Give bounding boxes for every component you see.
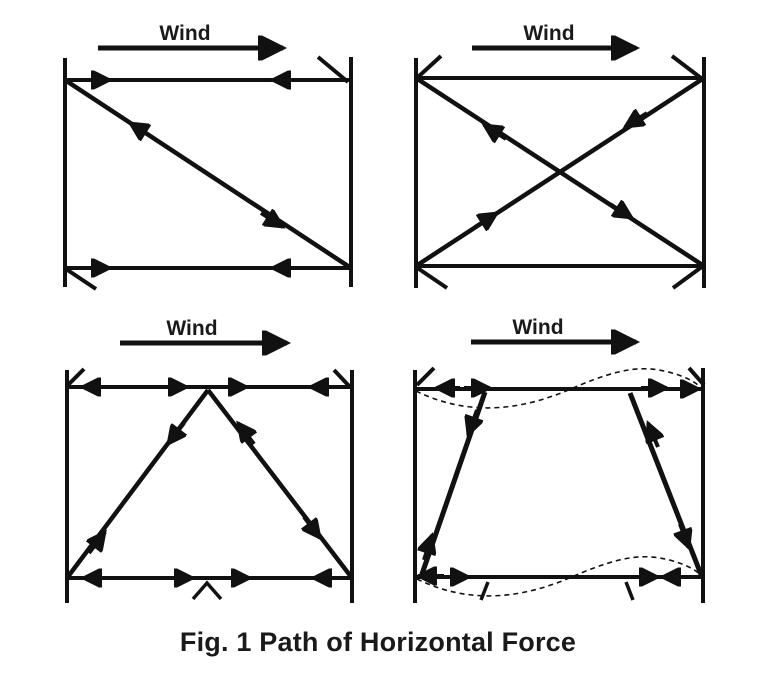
wind-label: Wind (159, 22, 210, 45)
corner-tick (332, 368, 352, 389)
corner-tick (414, 265, 449, 290)
force-arrows (84, 80, 298, 268)
figure-caption: Fig. 1 Path of Horizontal Force (179, 627, 577, 657)
force-arrow (130, 121, 154, 137)
force-arrow (424, 535, 432, 561)
panel-deflected-frame: Wind (413, 316, 706, 603)
deflected-bottom-chord-curve (416, 556, 703, 597)
force-arrow (625, 113, 649, 129)
wind-label: Wind (523, 22, 574, 45)
deflected-top-chord-curve (415, 368, 702, 409)
wind-label: Wind (166, 317, 217, 340)
force-arrows (473, 113, 649, 227)
corner-tick (415, 366, 436, 387)
corner-tick (416, 54, 443, 79)
force-arrow (648, 423, 658, 448)
force-arrow (468, 409, 477, 435)
panel-single-diagonal: Wind (63, 22, 353, 291)
force-arrow (304, 515, 320, 538)
left-chevron-brace (65, 388, 210, 580)
stud-base-tick (479, 581, 490, 601)
force-arrow (168, 421, 184, 444)
force-arrow (259, 213, 283, 229)
right-chevron-brace (206, 388, 354, 580)
wind-label: Wind (512, 316, 563, 339)
corner-tick (64, 267, 98, 291)
right-tilted-stud (627, 392, 705, 578)
force-arrow (238, 423, 254, 446)
corner-tick (316, 55, 350, 84)
force-arrow (484, 123, 508, 139)
corner-tick (671, 264, 705, 290)
force-arrows (82, 387, 339, 578)
stud-base-tick (624, 581, 635, 601)
corner-tick (670, 54, 703, 80)
diagonal-brace (63, 78, 353, 270)
diagonal-brace-up (414, 76, 706, 268)
panel-chevron-brace: Wind (65, 317, 354, 603)
bottom-midspan-tick (191, 580, 223, 601)
force-arrow (680, 523, 689, 548)
force-arrow (473, 211, 497, 227)
force-arrows (418, 388, 699, 577)
force-arrow (89, 532, 105, 555)
force-arrow (608, 204, 632, 220)
panel-x-brace: Wind (414, 22, 706, 290)
corner-tick (65, 367, 86, 388)
